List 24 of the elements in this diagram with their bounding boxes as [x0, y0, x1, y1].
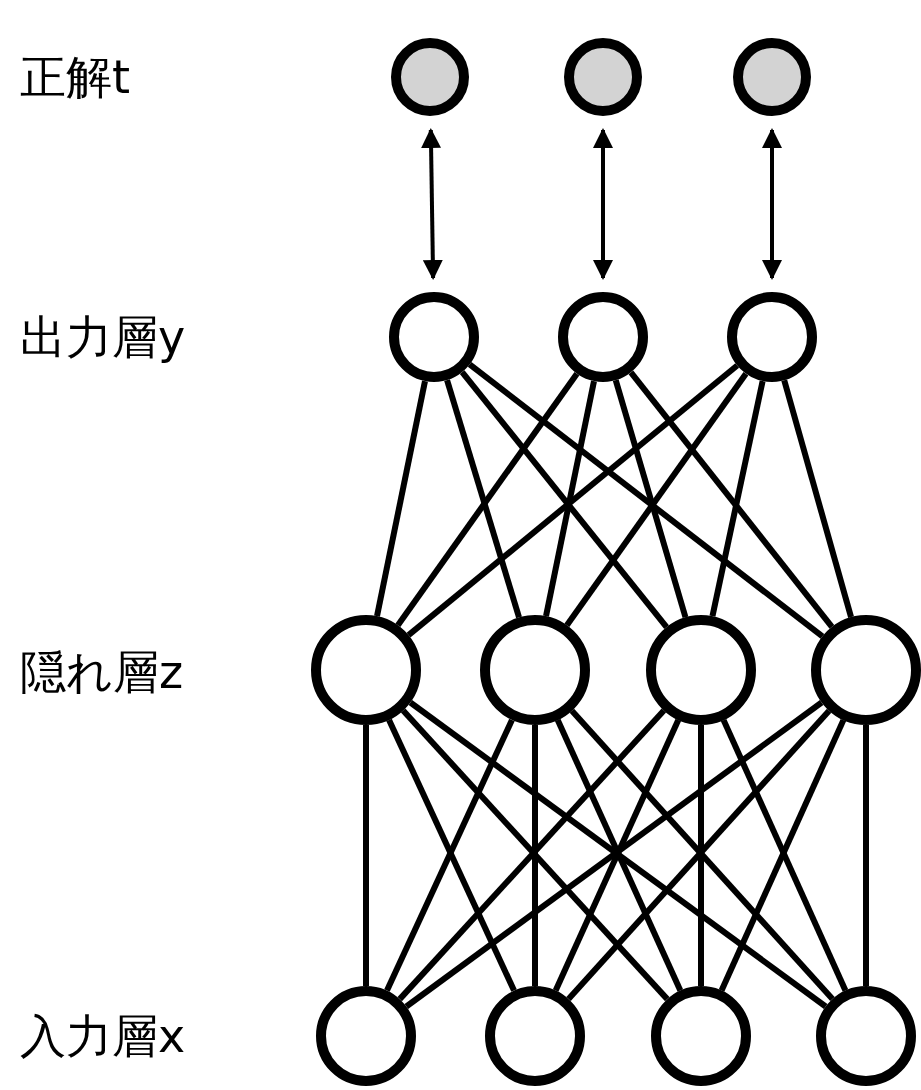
layer-label: 出力層y	[20, 311, 186, 363]
connection-line	[459, 370, 669, 629]
double-arrow	[762, 128, 782, 280]
layer-label: 隠れ層z	[20, 646, 184, 698]
connection-line	[564, 371, 749, 627]
connection-line	[363, 725, 369, 986]
layer-label: 入力層x	[20, 1010, 186, 1062]
layer-label: 正解t	[20, 51, 131, 103]
connection-line	[709, 380, 766, 617]
double-arrow	[593, 128, 613, 280]
connection-line	[467, 362, 825, 639]
connection-line	[863, 725, 869, 986]
connection-line	[543, 380, 597, 617]
connection-line	[406, 363, 740, 638]
double-arrow	[421, 128, 443, 280]
connection-line	[698, 725, 704, 986]
connection-line	[374, 380, 428, 617]
connection-line	[444, 379, 522, 619]
connection-line	[628, 370, 835, 629]
connection-line	[781, 379, 854, 618]
neuron-circle	[811, 615, 921, 725]
connection-line	[532, 725, 538, 986]
connection-line	[395, 371, 580, 627]
connection-line	[612, 379, 689, 619]
